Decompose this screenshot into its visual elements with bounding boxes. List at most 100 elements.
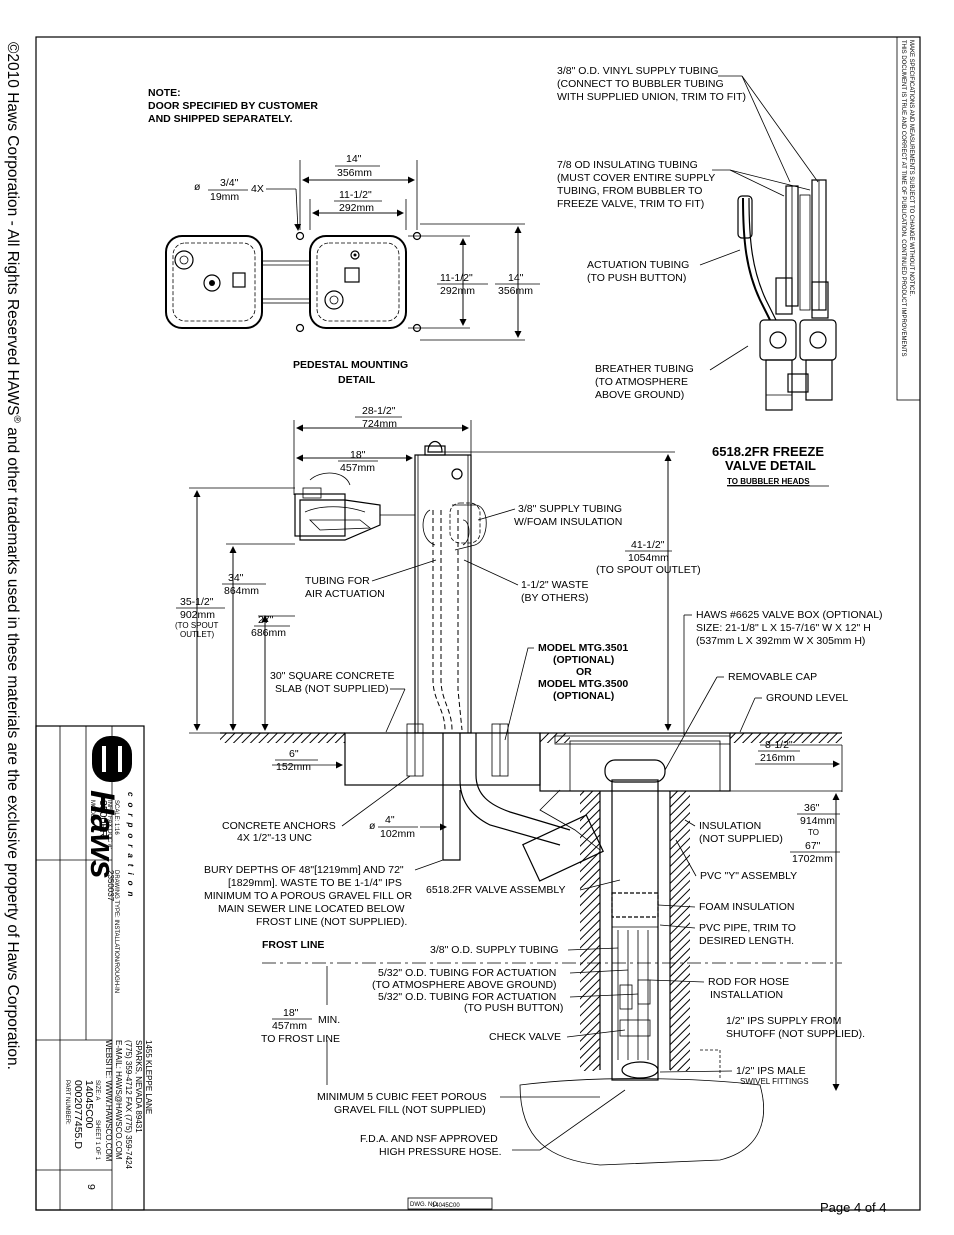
freeze-subtitle: TO BUBBLER HEADS: [727, 477, 810, 486]
dim-14-mm: 356mm: [337, 167, 372, 179]
model-label-5: (OPTIONAL): [553, 690, 614, 702]
sheet-border: [35, 36, 921, 1211]
website: WEBSITE: WWW.HAWSCO.COM: [104, 1040, 113, 1162]
ground-label: GROUND LEVEL: [766, 692, 848, 704]
hole-dia-mm: 19mm: [210, 191, 239, 203]
dim-67-in: 67": [805, 840, 821, 852]
disclaimer-line1: THIS DOCUMENT IS TRUE AND CORRECT AT TIM…: [900, 40, 906, 356]
haws-wordmark: Haws: [83, 790, 121, 879]
male-label-2: SWIVEL FITTINGS: [740, 1077, 809, 1086]
dim-35-12-mm: 902mm: [180, 609, 215, 621]
email: E-MAIL: HAWS@HAWSCO.COM: [114, 1040, 123, 1160]
hole-qty: 4X: [251, 183, 264, 195]
dim-6-mm: 152mm: [276, 761, 311, 773]
dim-18b-in: 18": [283, 1007, 299, 1019]
dim-41-12-note: (TO SPOUT OUTLET): [596, 564, 701, 576]
part-label: PART NUMBER:: [64, 1080, 70, 1125]
rod-label-2: INSTALLATION: [710, 989, 783, 1001]
tubing-label-2: AIR ACTUATION: [305, 588, 385, 600]
note-line-3: AND SHIPPED SEPARATELY.: [148, 113, 293, 125]
ips-label-1: 1/2" IPS SUPPLY FROM: [726, 1015, 841, 1027]
vdim-11-12-in: 11-1/2": [440, 272, 473, 284]
freeze-title-1: 6518.2FR FREEZE: [712, 444, 824, 459]
dim-28-12-in: 28-1/2": [362, 405, 396, 417]
dim-28-12-mm: 724mm: [362, 418, 397, 430]
dim-36-in: 36": [804, 802, 820, 814]
dim-35-12-note2: OUTLET): [180, 630, 215, 639]
model-label-1: MODEL MTG.3501: [538, 642, 628, 654]
slab-label-1: 30" SQUARE CONCRETE: [270, 670, 395, 682]
hole-dia-in: 3/4": [220, 177, 239, 189]
scale-value: SCALE: 1:16: [113, 800, 119, 835]
model-label-3: OR: [576, 666, 592, 678]
valve-assembly-label: 6518.2FR VALVE ASSEMBLY: [426, 884, 566, 896]
size-value: SIZE: A: [94, 1080, 100, 1100]
breath-label-1: BREATHER TUBING: [595, 363, 694, 375]
act-label-1: ACTUATION TUBING: [587, 259, 689, 271]
dim-8-12-mm: 216mm: [760, 752, 795, 764]
model-label: MODEL:: [89, 800, 95, 823]
dim-6-in: 6": [289, 748, 299, 760]
pedestal-title-1: PEDESTAL MOUNTING: [293, 359, 408, 371]
anchor-label-2: 4X 1/2"-13 UNC: [237, 832, 312, 844]
address-1: 1455 KLEPPE LANE: [144, 1040, 153, 1114]
logo-corp: corporation: [126, 792, 135, 902]
act-label-2: (TO PUSH BUTTON): [587, 272, 686, 284]
dim-35-12-note1: (TO SPOUT: [175, 621, 219, 630]
insulation-label-1: INSULATION: [699, 820, 761, 832]
valve-box-label-3: (537mm L X 392mm W X 305mm H): [696, 635, 865, 647]
pedestal-title-2: DETAIL: [338, 374, 376, 386]
dim-11-12-in: 11-1/2": [339, 189, 372, 201]
bury-label-3: MINIMUM TO A POROUS GRAVEL FILL OR: [204, 890, 413, 902]
model-value: 3500FR: [97, 800, 109, 838]
dim-11-12-mm: 292mm: [339, 202, 374, 214]
drawing-value: 14045C00: [83, 1080, 95, 1129]
dim-36-to: TO: [808, 828, 819, 837]
dim-34-in: 34": [228, 572, 244, 584]
note-line-2: DOOR SPECIFIED BY CUSTOMER: [148, 100, 318, 112]
breath-label-2: (TO ATMOSPHERE: [595, 376, 688, 388]
male-label-1: 1/2" IPS MALE: [736, 1065, 806, 1077]
disclaimer-box: THIS DOCUMENT IS TRUE AND CORRECT AT TIM…: [896, 36, 921, 401]
supply-label-1: 3/8" SUPPLY TUBING: [518, 503, 622, 515]
disclaimer-line2: MAKE SPECIFICATIONS AND MEASUREMENTS SUB…: [908, 40, 914, 296]
infofax-label: INFO FAX DOC #:: [106, 800, 112, 849]
vinyl-label-2: (CONNECT TO BUBBLER TUBING: [557, 78, 724, 90]
dim-35-12-in: 35-1/2": [180, 596, 214, 608]
phone: (775) 359-4712 FAX (775) 359-7424: [124, 1040, 133, 1170]
foam-label: FOAM INSULATION: [699, 901, 794, 913]
supply-38-label: 3/8" O.D. SUPPLY TUBING: [430, 944, 559, 956]
dim-4-in: 4": [385, 814, 395, 826]
dim-4-symbol: ø: [369, 820, 376, 832]
valve-box-label-1: HAWS #6625 VALVE BOX (OPTIONAL): [696, 609, 883, 621]
valve-box-label-2: SIZE: 21-1/8" L X 15-7/16" W X 12" H: [696, 622, 871, 634]
bury-label-2: [1829mm]. WASTE TO BE 1-1/4" IPS: [228, 877, 402, 889]
address-2: SPARKS, NEVADA 89431: [134, 1040, 143, 1133]
gravel-label-2: GRAVEL FILL (NOT SUPPLIED): [334, 1104, 486, 1116]
insulation-label-2: (NOT SUPPLIED): [699, 833, 783, 845]
sheet-value: SHEET 1 OF 1: [94, 1120, 100, 1161]
dim-41-12-mm: 1054mm: [628, 552, 669, 564]
supply-label-2: W/FOAM INSULATION: [514, 516, 622, 528]
insul-label-4: FREEZE VALVE, TRIM TO FIT): [557, 198, 704, 210]
act-532-a1: 5/32" O.D. TUBING FOR ACTUATION: [378, 967, 556, 979]
dim-4-mm: 102mm: [380, 828, 415, 840]
dim-67-mm: 1702mm: [792, 853, 833, 865]
haws-logo: Haws corporation: [83, 736, 135, 902]
dim-8-12-in: 8-1/2": [765, 739, 793, 751]
main-installation-view: 28-1/2" 724mm 18" 457mm: [175, 405, 883, 1166]
pedestal-mounting-detail: 14" 356mm 11-1/2" 292mm ø 3/4" 19mm 4X 1…: [165, 153, 540, 386]
bury-label-1: BURY DEPTHS OF 48"[1219mm] AND 72": [204, 864, 404, 876]
bury-label-4: MAIN SEWER LINE LOCATED BELOW: [218, 903, 405, 915]
type-value: DRAWING TYPE: INSTALLATION/ROUGH-IN: [113, 870, 119, 993]
act-532-b1: 5/32" O.D. TUBING FOR ACTUATION: [378, 991, 556, 1003]
freeze-title-2: VALVE DETAIL: [725, 458, 816, 473]
fda-label-1: F.D.A. AND NSF APPROVED: [360, 1133, 498, 1145]
pvc-label-2: DESIRED LENGTH.: [699, 935, 794, 947]
dim-41-12-in: 41-1/2": [631, 539, 665, 551]
dwg-no-box: DWG. NO. 14045C00: [407, 1197, 493, 1210]
vinyl-label-3: WITH SUPPLIED UNION, TRIM TO FIT): [557, 91, 746, 103]
rod-label-1: ROD FOR HOSE: [708, 976, 789, 988]
pvcy-label: PVC "Y" ASSEMBLY: [700, 870, 797, 882]
hole-dia-symbol: ø: [194, 181, 201, 193]
